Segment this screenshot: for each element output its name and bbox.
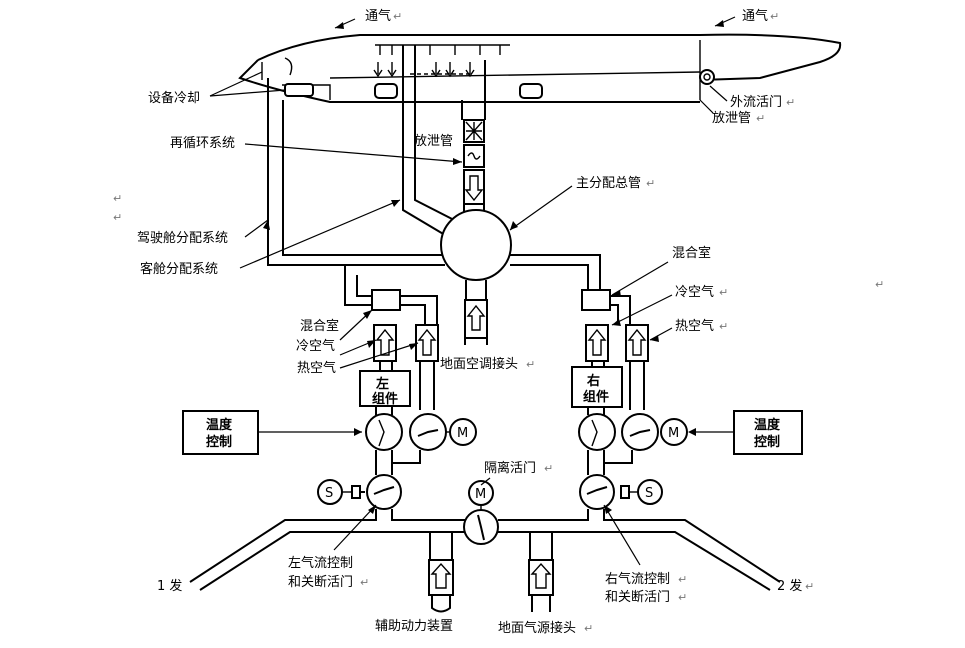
fuselage-outline	[238, 33, 842, 103]
label-temp-control-right-1: 温度	[754, 417, 781, 433]
label-motor-right: M	[668, 426, 679, 441]
pm-13: ↵	[360, 576, 369, 589]
label-solenoid-left: S	[325, 486, 333, 501]
distribution-ducts	[267, 45, 486, 266]
recirculation-fan-stack	[463, 119, 485, 205]
apu-and-ground-air	[428, 532, 554, 613]
pm-11: ↵	[526, 358, 535, 371]
outflow-valve-symbol	[699, 69, 715, 85]
label-hot-air-right: 热空气	[675, 318, 714, 334]
label-vent-right: 通气	[742, 8, 768, 24]
label-engine-2: 2 发	[777, 578, 802, 594]
label-left-pack-2: 组件	[372, 391, 398, 407]
label-outflow-valve: 外流活门	[730, 95, 782, 110]
main-manifold	[440, 204, 601, 300]
pm-2: ↵	[770, 10, 779, 23]
pm-14: ↵	[678, 573, 687, 586]
label-ground-ac-connector: 地面空调接头	[440, 356, 518, 372]
label-mix-chamber-left: 混合室	[300, 318, 339, 334]
label-right-flow-valve-2: 和关断活门	[605, 590, 670, 605]
label-right-flow-valve-1: 右气流控制	[605, 571, 670, 587]
pm-5: ↵	[646, 177, 655, 190]
pm-3: ↵	[786, 96, 795, 109]
label-motor-left: M	[457, 426, 468, 441]
pm-7: ↵	[113, 211, 122, 224]
bleed-manifold	[189, 480, 781, 591]
label-vent-left: 通气	[365, 8, 391, 24]
overhead-diffusers	[373, 44, 510, 78]
label-left-flow-valve-2: 和关断活门	[288, 575, 353, 590]
diagram-labels: 通气 ↵ 通气 ↵ 设备冷却 外流活门 ↵ 放泄管 ↵ 再循环系统 放泄管 主分…	[113, 8, 884, 636]
label-temp-control-left-2: 控制	[206, 434, 232, 450]
label-mix-chamber-right: 混合室	[672, 245, 711, 261]
pm-17: ↵	[584, 622, 593, 635]
label-overboard-vent-center: 放泄管	[414, 134, 453, 149]
label-cold-air-right: 冷空气	[675, 284, 714, 300]
label-left-pack-1: 左	[376, 376, 389, 392]
pm-1: ↵	[393, 10, 402, 23]
label-ground-air-connector: 地面气源接头	[498, 620, 576, 636]
temperature-control-links	[182, 410, 803, 455]
pm-15: ↵	[678, 591, 687, 604]
label-recirculation: 再循环系统	[170, 136, 235, 151]
pm-16: ↵	[805, 580, 814, 593]
label-equipment-cooling: 设备冷却	[148, 90, 200, 106]
label-overboard-vent-right: 放泄管	[712, 111, 751, 126]
flow-control-valves	[317, 474, 663, 510]
pm-9: ↵	[719, 286, 728, 299]
pm-6: ↵	[113, 192, 122, 205]
label-left-flow-valve-1: 左气流控制	[288, 555, 353, 571]
label-temp-control-right-2: 控制	[754, 434, 780, 450]
pm-10: ↵	[719, 320, 728, 333]
ground-ac-connector	[464, 299, 488, 345]
label-temp-control-left-1: 温度	[206, 417, 233, 433]
label-main-manifold: 主分配总管	[576, 176, 641, 191]
label-isolation-valve: 隔离活门	[484, 460, 536, 476]
label-apu: 辅助动力装置	[375, 619, 453, 634]
left-pack-assembly	[344, 265, 477, 475]
label-hot-air-left: 热空气	[297, 360, 336, 376]
pm-12: ↵	[544, 462, 553, 475]
label-solenoid-right: S	[645, 486, 653, 501]
leader-arrowheads	[263, 20, 724, 514]
pm-8: ↵	[875, 278, 884, 291]
label-cockpit-distribution: 驾驶舱分配系统	[137, 231, 228, 246]
label-right-pack-1: 右	[586, 373, 600, 389]
right-pack-assembly	[571, 289, 688, 475]
label-cabin-distribution: 客舱分配系统	[140, 261, 218, 277]
label-cold-air-left: 冷空气	[296, 338, 335, 354]
pm-4: ↵	[756, 112, 765, 125]
label-right-pack-2: 组件	[583, 389, 609, 405]
label-motor-isolation: M	[475, 487, 486, 502]
label-engine-1: 1 发	[157, 578, 182, 594]
